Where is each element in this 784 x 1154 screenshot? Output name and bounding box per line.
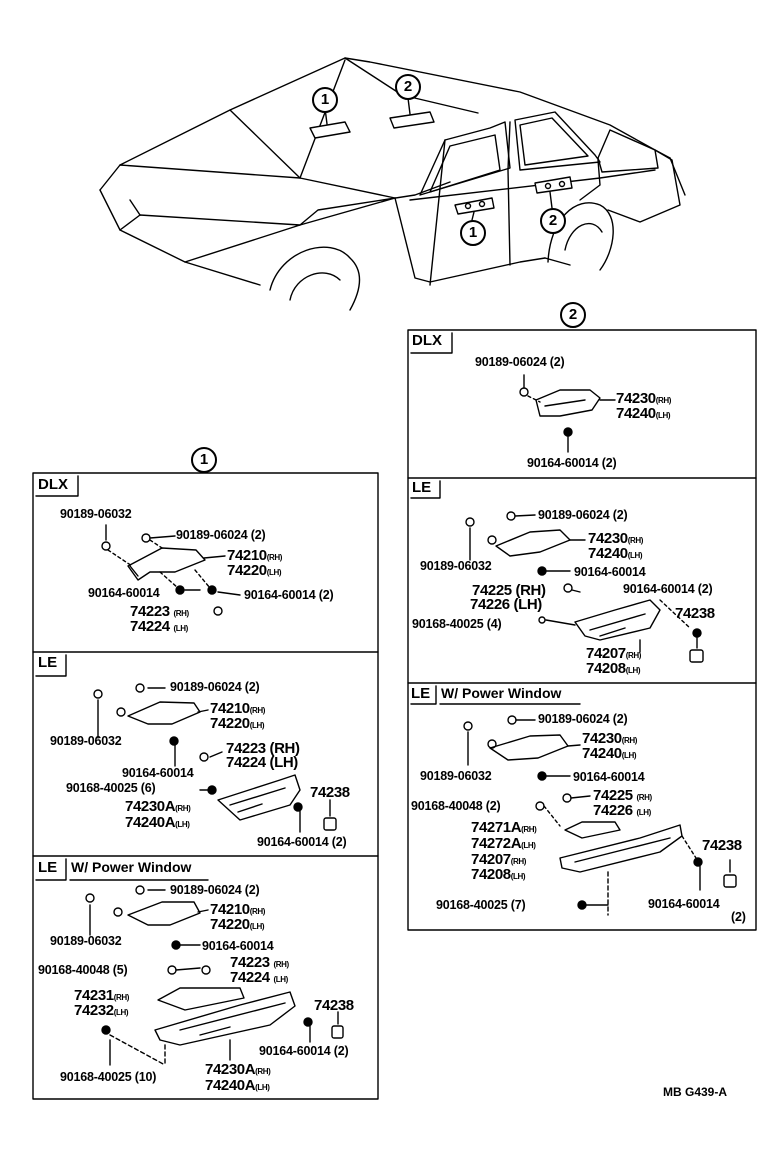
p1-le-l10: 74230A(RH) [125,798,191,815]
p1-pw-l10: 74232(LH) [74,1002,129,1019]
p1-le-l11: 74240A(LH) [125,814,190,831]
callout-2-roof: 2 [395,74,421,100]
p2-pw-l14: 90168-40025 (7) [436,898,526,912]
p2-dlx-l4: 90164-60014 (2) [527,456,617,470]
p1-le-l7: 74224 (LH) [226,754,298,771]
p2-dlx-parts [519,374,616,453]
p2-dlx-l1: 90189-06024 (2) [475,355,565,369]
p2-le-l7: 74226 (LH) [470,596,542,613]
p1-le-l3: 74220(LH) [210,715,265,732]
p1-le-l4: 90189-06032 [50,734,122,748]
diagram-reference-code: MB G439-A [663,1085,728,1099]
p1-le-l2: 74210(RH) [210,700,266,717]
panel-2-border [407,329,757,931]
p1-pw-parts [85,885,344,1066]
p2-pw-l10: 74272A(LH) [471,835,536,852]
p1-pw-l5: 90164-60014 [202,939,274,953]
p2-pw-l5: 90164-60014 [573,770,645,784]
p1-pw-l2: 74210(RH) [210,901,266,918]
p2-le-l6: 74225 (RH) [472,582,546,599]
p1-pw-l6: 90168-40048 (5) [38,963,128,977]
callout-1-door: 1 [460,220,486,246]
p2-le-l4: 90189-06032 [420,559,492,573]
p1-le-l12: 90164-60014 (2) [257,835,347,849]
p2-pw-l6: 74225 (RH) [593,787,652,804]
p1-pw-l3: 74220(LH) [210,916,265,933]
p2-le-header: LE [412,479,432,496]
p2-le-l10: 90168-40025 (4) [412,617,502,631]
p2-pw-l3: 74240(LH) [582,745,637,762]
p1-le-l1: 90189-06024 (2) [170,680,260,694]
callout-2-door: 2 [540,208,566,234]
p1-dlx-header: DLX [38,476,68,493]
p2-dlx-l3: 74240(LH) [616,405,671,422]
panel-1-title: 1 [191,447,217,473]
p1-pw-l4: 90189-06032 [50,934,122,948]
p1-pw-l15: 74240A(LH) [205,1077,270,1094]
p1-dlx-l1: 90189-06032 [60,507,132,521]
p2-pw-l16: (2) [731,910,746,924]
p1-pw-l13: 90168-40025 (10) [60,1070,157,1084]
p2-pw-l4: 90189-06032 [420,769,492,783]
p2-le-l2: 74230(RH) [588,530,644,547]
panel-1-border [32,472,379,1100]
p2-le-l5: 90164-60014 [574,565,646,579]
p2-pw-header: LE [411,685,431,702]
p2-pw-l7: 74226 (LH) [593,802,651,819]
p1-dlx-l4: 74220(LH) [227,562,282,579]
p1-le-l8: 90168-40025 (6) [66,781,156,795]
p2-pw-l1: 90189-06024 (2) [538,712,628,726]
p1-pw-l11: 74238 [314,997,354,1014]
p1-dlx-l8: 74224 (LH) [130,618,188,635]
p2-le-l9: 74238 [675,605,715,622]
p2-le-l12: 74208(LH) [586,660,641,677]
p1-pw-l14: 74230A(RH) [205,1061,271,1078]
p2-pw-l8: 90168-40048 (2) [411,799,501,813]
p1-le-header: LE [38,654,58,671]
p1-pw-l7: 74223 (RH) [230,954,289,971]
p2-le-parts [465,511,704,663]
p2-pw-l11: 74207(RH) [471,851,527,868]
p2-le-l11: 74207(RH) [586,645,642,662]
p2-le-l3: 74240(LH) [588,545,643,562]
p2-dlx-l2: 74230(RH) [616,390,672,407]
p1-le-l5: 74223 (RH) [226,740,300,757]
p2-pw-parts [463,715,737,916]
p1-dlx-l7: 74223 (RH) [130,603,189,620]
p1-dlx-l3: 74210(RH) [227,547,283,564]
p1-pw-l8: 74224 (LH) [230,969,288,986]
p1-dlx-l6: 90164-60014 (2) [244,588,334,602]
p1-pw-header: LE [38,859,58,876]
p2-pw-l12: 74208(LH) [471,866,526,883]
p2-pw-l9: 74271A(RH) [471,819,537,836]
p1-dlx-l5: 90164-60014 [88,586,160,600]
p2-dlx-header: DLX [412,332,442,349]
p1-dlx-l2: 90189-06024 (2) [176,528,266,542]
p1-pw-header2: W/ Power Window [71,859,192,875]
p1-le-l6: 90164-60014 [122,766,194,780]
panel-2-title: 2 [560,302,586,328]
callout-1-roof: 1 [312,87,338,113]
p2-pw-header2: W/ Power Window [441,685,562,701]
p1-pw-l1: 90189-06024 (2) [170,883,260,897]
p2-pw-l2: 74230(RH) [582,730,638,747]
p1-le-l9: 74238 [310,784,350,801]
p1-pw-l9: 74231(RH) [74,987,130,1004]
p1-le-parts [93,683,337,833]
p2-le-l1: 90189-06024 (2) [538,508,628,522]
p1-dlx-parts [101,524,241,616]
p1-pw-l12: 90164-60014 (2) [259,1044,349,1058]
p2-pw-l13: 74238 [702,837,742,854]
p2-pw-l15: 90164-60014 [648,897,720,911]
p2-le-l8: 90164-60014 (2) [623,582,713,596]
car-illustration [99,57,686,311]
